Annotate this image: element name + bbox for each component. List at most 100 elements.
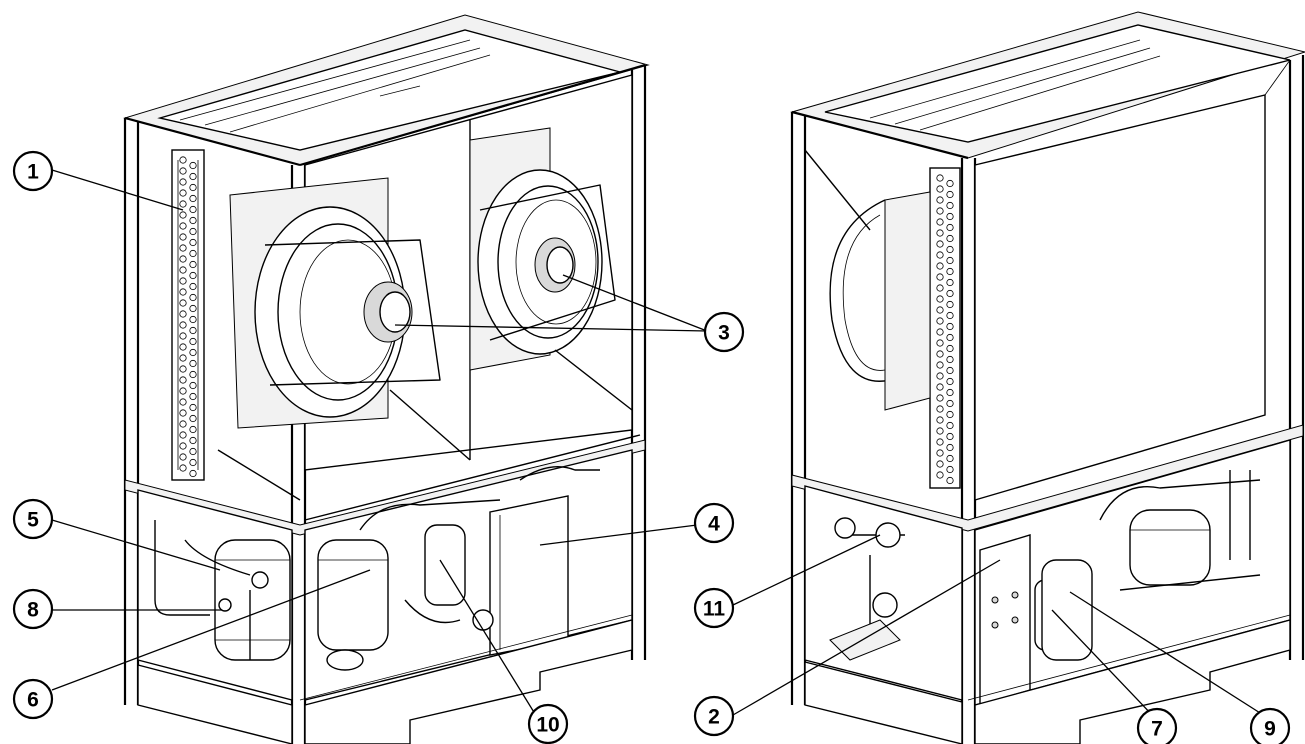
coil-tube	[179, 299, 187, 307]
coil-tube	[946, 190, 954, 199]
coil-tube	[189, 392, 197, 401]
coil-tube	[179, 442, 187, 450]
coil-tube	[179, 431, 187, 439]
callout-3: 3	[703, 311, 745, 353]
coil-tube	[189, 414, 197, 423]
coil-tube	[946, 179, 954, 188]
callout-4-label: 4	[708, 513, 720, 536]
coil-tube	[189, 293, 197, 302]
coil-tube	[946, 443, 954, 452]
coil-tube	[179, 365, 187, 373]
callout-6: 6	[12, 678, 54, 720]
right-unit-drawing	[790, 11, 1305, 744]
coil-tube	[189, 282, 197, 291]
coil-tube	[936, 295, 944, 303]
leader-3b	[562, 274, 708, 332]
coil-tube	[189, 359, 197, 368]
coil-tube	[946, 223, 954, 232]
coil-tube	[179, 453, 187, 461]
coil-tube	[189, 425, 197, 434]
coil-tube	[189, 458, 197, 467]
coil-tube	[179, 200, 187, 208]
coil-tube	[179, 233, 187, 241]
leader-5	[51, 519, 221, 571]
coil-tube	[179, 420, 187, 428]
coil-tube	[936, 416, 944, 424]
coil-tube	[179, 310, 187, 318]
coil-tube	[946, 476, 954, 485]
coil-tube	[946, 278, 954, 287]
coil-tube	[189, 348, 197, 357]
coil-tube	[936, 174, 944, 182]
callout-3-label: 3	[718, 322, 730, 345]
coil-tube	[946, 432, 954, 441]
coil-tube	[179, 343, 187, 351]
left-unit-drawing	[123, 14, 650, 744]
coil-tube	[936, 449, 944, 457]
coil-tube	[179, 244, 187, 252]
coil-tube	[936, 240, 944, 248]
coil-tube	[179, 376, 187, 384]
coil-tube	[936, 383, 944, 391]
coil-tube	[936, 460, 944, 468]
coil-tube	[189, 172, 197, 181]
coil-tube	[179, 409, 187, 417]
coil-tube	[179, 464, 187, 472]
coil-tube	[936, 262, 944, 270]
coil-tube	[936, 350, 944, 358]
coil-tube	[179, 211, 187, 219]
coil-tube	[946, 421, 954, 430]
leader-11	[732, 534, 881, 606]
coil-tube	[946, 300, 954, 309]
coil-tube	[179, 387, 187, 395]
coil-tube	[189, 227, 197, 236]
coil-tube	[189, 183, 197, 192]
callout-6-label: 6	[27, 689, 39, 712]
coil-tube	[189, 238, 197, 247]
coil-tube	[189, 326, 197, 335]
coil-tube	[946, 410, 954, 419]
coil-tube	[936, 229, 944, 237]
callout-7-label: 7	[1151, 718, 1163, 741]
callout-8: 8	[12, 588, 54, 630]
coil-tube	[189, 205, 197, 214]
coil-tube	[189, 161, 197, 170]
coil-tube	[189, 447, 197, 456]
callout-7: 7	[1136, 707, 1178, 744]
leader-lines	[51, 169, 1269, 723]
coil-tube	[946, 245, 954, 254]
coil-tube	[179, 277, 187, 285]
callout-8-label: 8	[27, 599, 39, 622]
coil-tube	[189, 381, 197, 390]
coil-tube	[946, 399, 954, 408]
coil-tube	[946, 355, 954, 364]
callout-2: 2	[693, 695, 735, 737]
coil-tube	[936, 317, 944, 325]
coil-tube	[946, 344, 954, 353]
coil-tube	[936, 218, 944, 226]
leader-3a	[394, 324, 708, 332]
coil-tube	[179, 255, 187, 263]
coil-tube	[179, 167, 187, 175]
leader-2	[732, 559, 1001, 716]
coil-tube	[189, 260, 197, 269]
coil-tube	[179, 222, 187, 230]
callout-10: 10	[527, 703, 569, 744]
callout-9-label: 9	[1264, 718, 1276, 741]
coil-tube	[189, 315, 197, 324]
coil-tube	[936, 471, 944, 479]
coil-tube	[946, 465, 954, 474]
leader-10	[439, 559, 541, 723]
leader-7	[1051, 609, 1156, 719]
coil-tube	[936, 328, 944, 336]
callout-11: 11	[693, 587, 735, 629]
coil-tube	[189, 370, 197, 379]
callout-5-label: 5	[27, 509, 39, 532]
coil-tube	[946, 201, 954, 210]
callout-11-label: 11	[703, 598, 726, 621]
coil-tube	[189, 194, 197, 203]
coil-tube	[936, 339, 944, 347]
coil-tube	[179, 288, 187, 296]
coil-tube	[936, 394, 944, 402]
